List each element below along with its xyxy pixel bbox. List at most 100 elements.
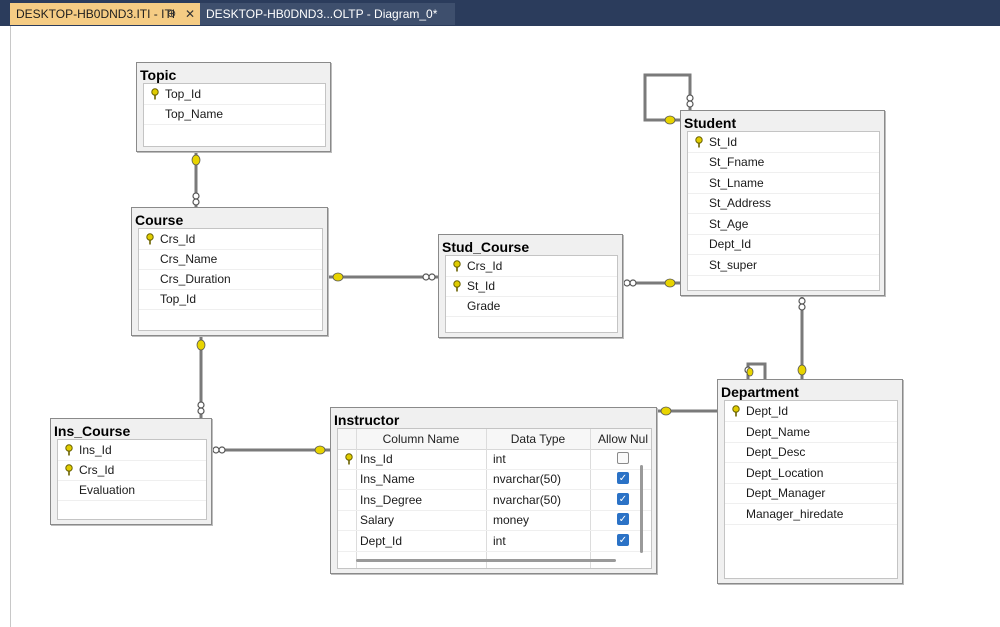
allow-nulls-checkbox[interactable]: ✓ <box>617 493 629 505</box>
primary-key-icon <box>151 88 159 100</box>
column-name: Crs_Id <box>467 259 503 273</box>
horizontal-scrollbar[interactable] <box>356 559 616 562</box>
table-title: Stud_Course <box>442 239 530 255</box>
table-row[interactable]: Ins_Id int <box>338 449 651 470</box>
table-row[interactable]: Salary money ✓ <box>338 510 651 531</box>
table-student[interactable]: Student St_Id St_Fname St_Lname St_Addre… <box>680 110 885 296</box>
column-row[interactable]: Dept_Id <box>688 234 879 255</box>
column-row[interactable]: St_Id <box>688 132 879 153</box>
table-course[interactable]: Course Crs_Id Crs_Name Crs_Duration Top_… <box>131 207 328 336</box>
column-row[interactable]: Top_Id <box>139 289 322 310</box>
column-row[interactable]: Evaluation <box>58 480 206 501</box>
data-type-cell[interactable]: int <box>493 534 506 548</box>
allow-nulls-checkbox[interactable]: ✓ <box>617 513 629 525</box>
tab-diagram[interactable]: DESKTOP-HB0DND3...OLTP - Diagram_0* <box>200 3 455 25</box>
column-row[interactable]: Top_Id <box>144 84 325 105</box>
table-title: Instructor <box>334 412 400 428</box>
table-ins-course[interactable]: Ins_Course Ins_Id Crs_Id Evaluation <box>50 418 212 525</box>
column-name: Grade <box>467 299 501 313</box>
column-name: Top_Id <box>165 87 202 101</box>
column-row[interactable]: Dept_Name <box>725 422 897 443</box>
column-row[interactable]: Crs_Duration <box>139 269 322 290</box>
column-row[interactable]: Dept_Desc <box>725 442 897 463</box>
header-data-type[interactable]: Data Type <box>510 432 566 446</box>
table-title: Student <box>684 115 737 131</box>
column-name: Crs_Id <box>79 463 115 477</box>
many-end-marker <box>798 303 806 311</box>
column-row[interactable]: Dept_Id <box>725 401 897 422</box>
column-row[interactable]: St_Address <box>688 193 879 214</box>
column-row[interactable]: Top_Name <box>144 104 325 125</box>
column-row[interactable]: Crs_Id <box>446 256 617 277</box>
column-name: Dept_Location <box>746 466 824 480</box>
column-name-cell[interactable]: Dept_Id <box>360 534 403 548</box>
table-title: Topic <box>140 67 177 83</box>
primary-key-icon <box>65 444 73 456</box>
document-tab-bar: DESKTOP-HB0DND3.ITI - ITI ⊕ ✕ DESKTOP-HB… <box>0 0 1000 26</box>
column-name-cell[interactable]: Salary <box>360 513 395 527</box>
column-name: St_Id <box>467 279 496 293</box>
column-list: Crs_Id St_Id Grade <box>445 255 618 333</box>
rel-student-self[interactable] <box>643 73 692 122</box>
tab-label: DESKTOP-HB0DND3.ITI - ITI <box>16 7 176 21</box>
column-row[interactable]: St_super <box>688 255 879 276</box>
column-name: Top_Id <box>160 292 197 306</box>
one-end-key-marker <box>664 278 676 288</box>
column-row[interactable]: Dept_Location <box>725 463 897 484</box>
grid-divider <box>486 429 487 568</box>
table-topic[interactable]: Topic Top_Id Top_Name <box>136 62 331 152</box>
allow-nulls-checkbox[interactable]: ✓ <box>617 534 629 546</box>
header-allow-nulls[interactable]: Allow Nul <box>597 432 648 446</box>
many-end-marker <box>623 279 631 287</box>
table-row[interactable]: Ins_Name nvarchar(50) ✓ <box>338 469 651 490</box>
many-end-marker <box>629 279 637 287</box>
column-name-cell[interactable]: Ins_Id <box>360 452 393 466</box>
header-column-name[interactable]: Column Name <box>382 432 460 446</box>
column-row[interactable]: Crs_Name <box>139 249 322 270</box>
allow-nulls-checkbox[interactable]: ✓ <box>617 472 629 484</box>
data-type-cell[interactable]: nvarchar(50) <box>493 493 562 507</box>
table-stud-course[interactable]: Stud_Course Crs_Id St_Id Grade <box>438 234 623 338</box>
column-row[interactable]: St_Id <box>446 276 617 297</box>
grid-divider <box>356 429 357 568</box>
table-row[interactable]: Dept_Id int ✓ <box>338 531 651 552</box>
many-end-marker <box>422 273 430 281</box>
data-type-cell[interactable]: int <box>493 452 506 466</box>
column-row[interactable]: Crs_Id <box>58 460 206 481</box>
column-list: Crs_Id Crs_Name Crs_Duration Top_Id <box>138 228 323 331</box>
column-row[interactable]: St_Age <box>688 214 879 235</box>
column-name: Dept_Name <box>746 425 811 439</box>
column-name: St_Lname <box>709 176 764 190</box>
table-department[interactable]: Department Dept_Id Dept_Name Dept_Desc D… <box>717 379 903 584</box>
vertical-scrollbar[interactable] <box>640 465 643 553</box>
pin-icon[interactable]: ⊕ <box>167 8 177 20</box>
tab-iti-database[interactable]: DESKTOP-HB0DND3.ITI - ITI ⊕ ✕ <box>10 3 200 25</box>
column-name-cell[interactable]: Ins_Degree <box>360 493 423 507</box>
allow-nulls-checkbox[interactable] <box>617 452 629 464</box>
column-list: Ins_Id Crs_Id Evaluation <box>57 439 207 520</box>
tab-label: DESKTOP-HB0DND3...OLTP - Diagram_0* <box>206 7 438 21</box>
column-row[interactable]: Ins_Id <box>58 440 206 461</box>
column-row[interactable]: Crs_Id <box>139 229 322 250</box>
column-row[interactable]: Dept_Manager <box>725 483 897 504</box>
column-name-cell[interactable]: Ins_Name <box>360 472 415 486</box>
table-instructor[interactable]: Instructor Column Name Data Type Allow N… <box>330 407 657 574</box>
grid-header: Column Name Data Type Allow Nul <box>338 429 651 450</box>
many-end-marker <box>798 297 806 305</box>
data-type-cell[interactable]: money <box>493 513 530 527</box>
table-row[interactable]: Ins_Degree nvarchar(50) ✓ <box>338 490 651 511</box>
column-row[interactable]: Manager_hiredate <box>725 504 897 525</box>
one-end-key-marker <box>314 445 326 455</box>
many-end-marker <box>197 407 205 415</box>
one-end-key-marker <box>191 154 201 166</box>
column-name: Dept_Manager <box>746 486 826 500</box>
column-name: St_Address <box>709 196 772 210</box>
close-icon[interactable]: ✕ <box>185 7 196 21</box>
primary-key-icon <box>65 464 73 476</box>
column-row[interactable]: St_Fname <box>688 152 879 173</box>
data-type-cell[interactable]: nvarchar(50) <box>493 472 562 486</box>
column-name: St_super <box>709 258 758 272</box>
column-row[interactable]: St_Lname <box>688 173 879 194</box>
column-row[interactable]: Grade <box>446 296 617 317</box>
